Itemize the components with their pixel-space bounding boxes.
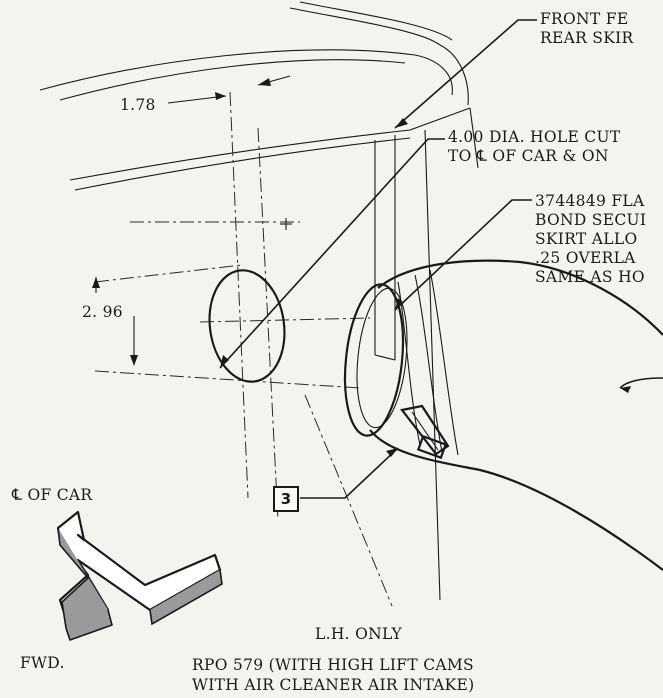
caption-line-1: RPO 579 (WITH HIGH LIFT CAMS — [192, 656, 474, 674]
dimension-horizontal-label: 1.78 — [120, 96, 156, 114]
hole-outline — [208, 269, 286, 383]
front-fender-line-2: REAR SKIR — [540, 29, 634, 47]
flange-line-1: 3744849 FLA — [535, 192, 645, 210]
hole-callout: 4.00 DIA. HOLE CUT TO ℄ OF CAR & ON — [448, 128, 620, 166]
front-fender-callout: FRONT FE REAR SKIR — [540, 10, 633, 48]
front-fender-line-1: FRONT FE — [540, 10, 629, 28]
center-lines — [94, 91, 393, 607]
dimension-1-78 — [167, 75, 291, 104]
air-intake-hose — [343, 259, 663, 571]
dimension-2-96 — [92, 277, 138, 366]
hole-line-1: 4.00 DIA. HOLE CUT — [448, 128, 621, 146]
reference-mark — [280, 218, 292, 230]
flange-line-5: SAME AS HO — [535, 268, 645, 286]
flange-line-3: SKIRT ALLO — [535, 230, 638, 248]
flange-line-4: .25 OVERLA — [535, 249, 636, 267]
flange-line-2: BOND SECUI — [535, 211, 647, 229]
caption-line-2: WITH AIR CLEANER AIR INTAKE) — [192, 676, 475, 694]
centerline-label: ℄ OF CAR — [12, 486, 93, 504]
item-number-badge: 3 — [273, 486, 299, 512]
dimension-vertical-label: 2. 96 — [82, 303, 123, 321]
direction-arrow-icon — [56, 510, 223, 641]
fender-top-edges — [39, 1, 469, 106]
hole-line-2: TO ℄ OF CAR & ON — [448, 147, 609, 165]
leader-lines — [219, 19, 663, 499]
flange-callout: 3744849 FLA BOND SECUI SKIRT ALLO .25 OV… — [535, 192, 646, 287]
side-label: L.H. ONLY — [315, 625, 403, 643]
skirt-panel — [69, 107, 479, 601]
forward-label: FWD. — [20, 654, 65, 672]
